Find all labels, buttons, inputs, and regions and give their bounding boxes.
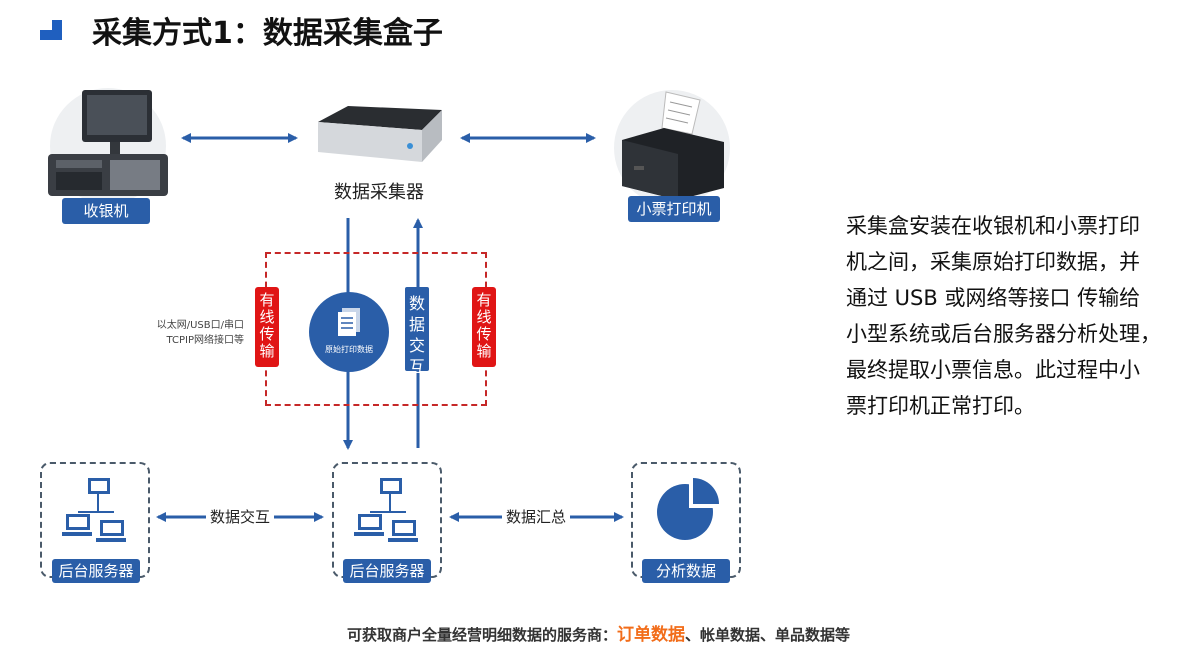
network-computers-icon xyxy=(62,478,126,542)
collector-label: 数据采集器 xyxy=(334,182,424,203)
data-exchange-vertical-text: 数据交互 xyxy=(408,294,425,376)
analysis-label: 分析数据 xyxy=(642,559,730,583)
interface-note-line: 以太网/USB口/串口 xyxy=(156,320,244,331)
wired-transfer-left: 有线传输 xyxy=(255,287,279,367)
receipt-printer xyxy=(604,88,740,206)
description-line: 小型系统或后台服务器分析处理， xyxy=(846,322,1161,346)
collector-box-icon xyxy=(318,106,442,162)
printer-label: 小票打印机 xyxy=(628,196,720,222)
footer-highlight: 订单数据 xyxy=(617,625,685,645)
description-line: 机之间，采集原始打印数据，并 xyxy=(846,250,1140,274)
description-line: 通过 USB 或网络等接口 传输给 xyxy=(846,286,1141,310)
description-line: 最终提取小票信息。此过程中小 xyxy=(846,358,1140,382)
server-left-box xyxy=(40,462,150,578)
footer-prefix: 可获取商户全量经营明细数据的服务商： xyxy=(346,626,617,644)
page-title: 采集方式1：数据采集盒子 xyxy=(92,16,443,51)
raw-print-data-node: 原始打印数据 xyxy=(309,292,389,372)
interface-note-line: TCPIP网络接口等 xyxy=(166,335,244,346)
pos-terminal xyxy=(40,84,172,204)
pie-chart-icon xyxy=(657,478,719,540)
description-text: 采集盒安装在收银机和小票打印 机之间，采集原始打印数据，并 通过 USB 或网络… xyxy=(846,208,1192,424)
raw-print-data-label: 原始打印数据 xyxy=(325,345,373,354)
pos-terminal-icon xyxy=(48,88,168,204)
receipt-printer-icon xyxy=(614,90,730,206)
document-icon xyxy=(338,308,360,336)
pos-label: 收银机 xyxy=(62,198,150,224)
wired-transfer-right: 有线传输 xyxy=(472,287,496,367)
description-line: 票打印机正常打印。 xyxy=(846,394,1035,418)
server-center-label: 后台服务器 xyxy=(343,559,431,583)
edge-label-exchange: 数据交互 xyxy=(206,506,275,527)
footer-suffix: 、帐单数据、单品数据等 xyxy=(685,626,851,644)
wired-transfer-left-text: 有线传输 xyxy=(259,291,275,360)
title-bullet-icon xyxy=(40,20,62,40)
server-left-label: 后台服务器 xyxy=(52,559,140,583)
network-computers-icon xyxy=(354,478,418,542)
description-line: 采集盒安装在收银机和小票打印 xyxy=(846,214,1140,238)
footer-note: 可获取商户全量经营明细数据的服务商：订单数据、帐单数据、单品数据等 xyxy=(0,620,1197,645)
edge-label-aggregate: 数据汇总 xyxy=(502,506,571,527)
data-exchange-vertical: 数据交互 xyxy=(405,287,429,376)
collector-box xyxy=(310,100,446,170)
wired-transfer-right-text: 有线传输 xyxy=(476,291,492,360)
interface-note: 以太网/USB口/串口 TCPIP网络接口等 xyxy=(128,318,244,348)
